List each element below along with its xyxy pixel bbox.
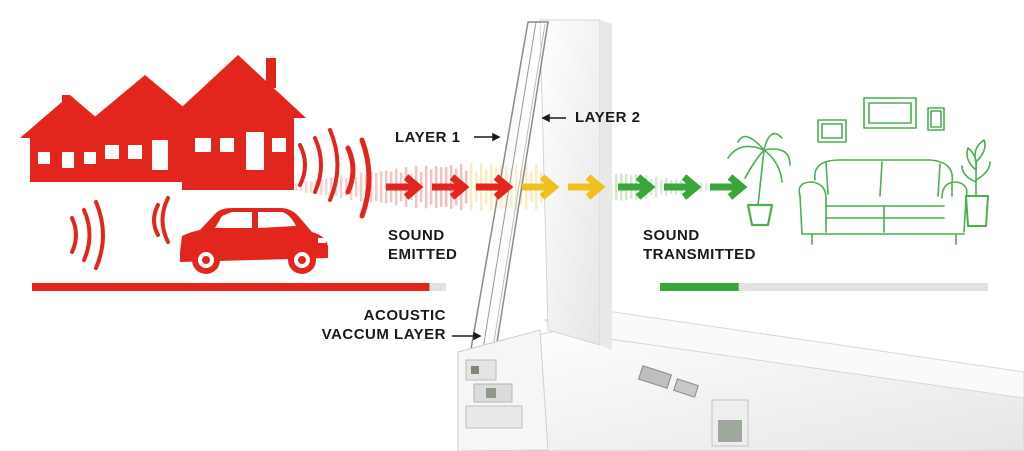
wave-bar xyxy=(660,179,663,195)
acoustic-line-2: VACCUM LAYER xyxy=(321,326,446,343)
wave-bar xyxy=(470,163,473,211)
wave-bar xyxy=(330,177,333,197)
sound-transmitted-line-2: TRANSMITTED xyxy=(643,246,756,263)
wave-bar xyxy=(345,178,348,196)
label-pointers xyxy=(452,113,566,341)
wave-bar xyxy=(370,171,373,203)
layer-2-label: LAYER 2 xyxy=(575,109,641,126)
wave-bar xyxy=(360,172,363,202)
picture-frame-icon xyxy=(817,97,945,143)
arrow-icon xyxy=(476,174,514,200)
arrow-icon xyxy=(386,174,424,200)
wave-bar xyxy=(655,176,658,198)
wave-bar xyxy=(320,179,323,195)
sofa-icon xyxy=(798,159,968,245)
wave-bar xyxy=(310,181,313,193)
wave-bar xyxy=(340,175,343,199)
sound-emitted-line-1: SOUND xyxy=(388,227,445,244)
layer-1-label: LAYER 1 xyxy=(395,129,461,146)
wave-bar xyxy=(375,172,378,202)
wave-bar xyxy=(305,181,308,193)
palm-plant-icon xyxy=(727,132,791,227)
arrow-icon xyxy=(710,174,748,200)
wave-bar xyxy=(380,171,383,203)
sound-emitted-label: SOUND EMITTED xyxy=(388,226,457,264)
wave-bar xyxy=(355,177,358,197)
wave-bar xyxy=(300,182,303,192)
level-bars xyxy=(32,283,988,291)
sound-arcs xyxy=(70,128,372,270)
emitted-level-fill xyxy=(32,283,430,291)
acoustic-line-1: ACOUSTIC xyxy=(363,307,446,324)
wave-bar xyxy=(615,174,618,200)
car-icon xyxy=(180,208,328,274)
transmitted-level-fill xyxy=(660,283,739,291)
wave-bar xyxy=(295,183,298,191)
sound-transmitted-label: SOUND TRANSMITTED xyxy=(643,226,756,264)
acoustic-vacuum-label: ACOUSTIC VACCUM LAYER xyxy=(300,306,446,344)
room-sketch xyxy=(727,97,991,245)
arrow-icon xyxy=(522,174,560,200)
arrow-icon xyxy=(568,174,606,200)
potted-plant-icon xyxy=(961,139,991,227)
sound-transmitted-line-1: SOUND xyxy=(643,227,700,244)
window-frame-icon xyxy=(457,19,1024,451)
wave-bar xyxy=(325,178,328,196)
arrow-icon xyxy=(618,174,656,200)
transmitted-level-track xyxy=(660,283,988,291)
arrow-icon xyxy=(432,174,470,200)
wave-bar xyxy=(430,169,433,205)
arrow-icon xyxy=(664,174,702,200)
arrow-icon xyxy=(386,174,748,200)
houses-icon xyxy=(20,55,306,190)
sound-emitted-line-2: EMITTED xyxy=(388,246,458,263)
wave-bar xyxy=(705,183,708,191)
wave-bar xyxy=(425,165,428,209)
